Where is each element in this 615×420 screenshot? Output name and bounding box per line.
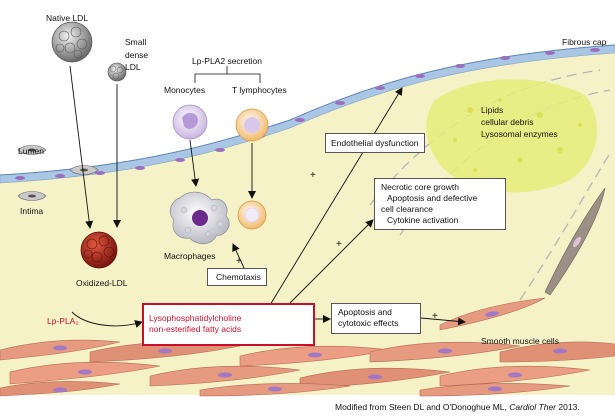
lumen-cells bbox=[17, 145, 99, 201]
arrow-to-endothelial bbox=[269, 87, 403, 306]
t-lymphocyte-intima bbox=[237, 200, 267, 230]
box-lysophosphatidylcholine: Lysophosphatidylcholine non-esterified f… bbox=[142, 303, 315, 346]
arrow-monocyte-to-macrophage bbox=[189, 139, 200, 187]
source-caption: Modified from Steen DL and O'Donoghue ML… bbox=[335, 402, 580, 412]
core-debris: cellular debris bbox=[481, 117, 534, 127]
box-necrotic-core: Necrotic core growth Apoptosis and defec… bbox=[374, 178, 506, 230]
label-smooth-muscle-cells: Smooth muscle cells bbox=[481, 336, 559, 346]
label-lp-pla2-secretion: Lp-PLA2 secretion bbox=[192, 56, 262, 66]
core-enzymes: Lysosomal enzymes bbox=[481, 129, 558, 139]
macrophage-cell bbox=[169, 191, 230, 245]
smc-cell bbox=[439, 297, 546, 331]
label-native-ldl: Native LDL bbox=[46, 13, 89, 23]
label-lumen: Lumen bbox=[18, 146, 44, 156]
label-oxidized-ldl: Oxidized-LDL bbox=[76, 278, 128, 288]
arrow-native-to-oxidized bbox=[69, 65, 94, 229]
arrow-to-necrotic bbox=[284, 219, 374, 309]
label-lp-pla2: Lp-PLA₂ bbox=[47, 316, 79, 326]
t-lymphocyte-cell bbox=[235, 108, 269, 142]
label-intima: Intima bbox=[20, 206, 44, 216]
arrow-oxldl-to-lysopc bbox=[71, 311, 143, 328]
core-lipids: Lipids bbox=[481, 105, 504, 115]
plus-sign-4: + bbox=[432, 311, 438, 322]
spindle-smc bbox=[544, 187, 606, 296]
label-fibrous-cap: Fibrous cap bbox=[562, 37, 607, 47]
small-dense-ldl-particle bbox=[107, 62, 127, 82]
arrow-apoptosis-to-smc bbox=[420, 317, 466, 326]
oxidized-ldl-particle bbox=[80, 231, 118, 269]
label-macrophages: Macrophages bbox=[164, 251, 216, 261]
box-chemotaxis: Chemotaxis bbox=[207, 268, 267, 286]
smooth-muscle-nuclei bbox=[53, 345, 567, 393]
plus-sign-2: + bbox=[310, 170, 316, 181]
label-small-dense-ldl-3: LDL bbox=[125, 62, 141, 72]
native-ldl-particle bbox=[51, 21, 93, 63]
label-small-dense-ldl-2: dense bbox=[125, 50, 149, 60]
label-monocytes: Monocytes bbox=[164, 85, 206, 95]
monocyte-cell bbox=[172, 104, 208, 140]
box-apoptosis-cytotoxic: Apoptosis and cytotoxic effects bbox=[331, 303, 421, 334]
arrow-chemotaxis-up bbox=[232, 243, 245, 269]
plus-sign-3: + bbox=[336, 239, 342, 250]
label-t-lymphocytes: T lymphocytes bbox=[232, 85, 287, 95]
plus-sign-1: + bbox=[236, 256, 242, 267]
label-small-dense-ldl-1: Small bbox=[125, 37, 147, 47]
box-endothelial-dysfunction: Endothelial dysfunction bbox=[325, 133, 425, 153]
